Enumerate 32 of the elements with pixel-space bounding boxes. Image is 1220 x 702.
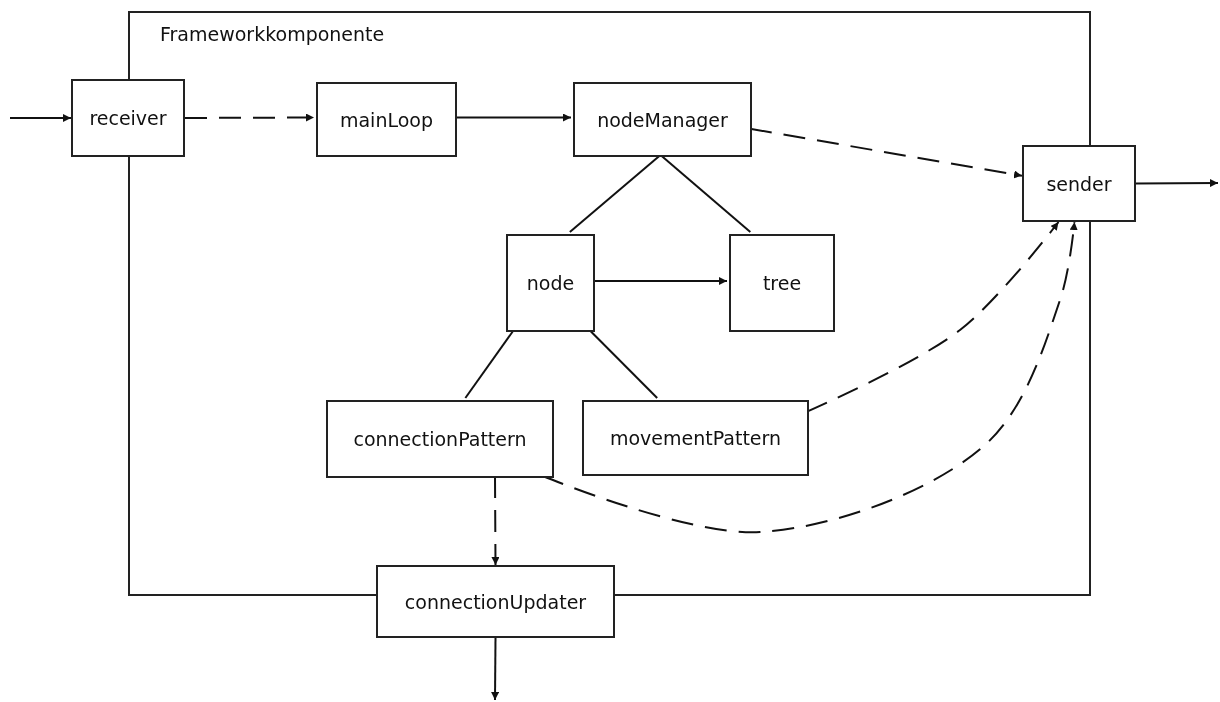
component-label: connectionUpdater <box>404 590 587 613</box>
arrow <box>749 127 1023 179</box>
component-box <box>506 234 595 332</box>
connector-line <box>588 329 659 399</box>
arrow <box>491 637 500 701</box>
arrow <box>491 475 500 566</box>
arrow <box>9 114 72 122</box>
component-label: movementPattern <box>609 427 782 449</box>
component-box <box>316 82 457 157</box>
component-label: receiver <box>89 107 167 129</box>
component-label: connectionPattern <box>353 428 527 450</box>
component-box <box>1022 145 1136 222</box>
arrow <box>806 221 1060 413</box>
component-label: node <box>526 272 575 294</box>
connector-line <box>464 329 515 399</box>
component-box <box>326 400 554 478</box>
connector-line <box>568 154 662 233</box>
component-box <box>729 234 835 332</box>
component-box <box>582 400 809 476</box>
arrow <box>1135 179 1219 188</box>
connector-line <box>659 154 752 233</box>
component-label: tree <box>762 272 802 294</box>
frame-title: Frameworkkomponente <box>160 23 385 45</box>
component-label: nodeManager <box>597 108 728 131</box>
component-box <box>573 82 752 157</box>
component-label: mainLoop <box>339 108 433 131</box>
arrow <box>592 277 728 285</box>
component-box <box>376 565 615 638</box>
component-box <box>71 79 185 157</box>
component-label: sender <box>1046 172 1112 195</box>
arrow <box>184 113 315 122</box>
arrow <box>454 113 572 122</box>
